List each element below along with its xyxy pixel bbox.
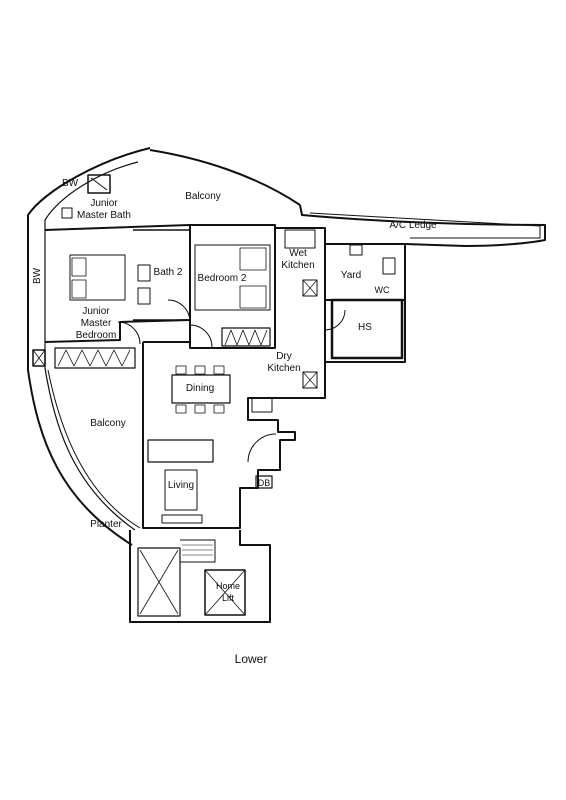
- entrance-door: [247, 433, 277, 463]
- label-wc: WC: [374, 285, 390, 295]
- dining-table: [171, 374, 231, 404]
- label-junior-master-bedroom: Junior Master Bedroom: [75, 306, 117, 341]
- label-wet-kitchen: Wet Kitchen: [281, 248, 315, 271]
- label-bw-side: BW: [32, 267, 43, 285]
- label-planter: Planter: [90, 519, 122, 530]
- label-home-lift: Home Lift: [215, 581, 241, 603]
- bath2-room: [133, 229, 191, 321]
- yard-room: [325, 243, 406, 301]
- inner-curved-wall: [44, 161, 139, 531]
- label-bedroom-2: Bedroom 2: [197, 273, 247, 284]
- label-balcony-top: Balcony: [185, 191, 221, 202]
- label-balcony-side: Balcony: [90, 418, 126, 429]
- db-box: [255, 475, 273, 489]
- label-dry-kitchen: Dry Kitchen: [267, 351, 301, 374]
- floor-caption: Lower: [234, 652, 268, 666]
- label-living: Living: [167, 480, 195, 491]
- outer-curved-wall: [27, 147, 151, 546]
- stair-well: [137, 547, 181, 617]
- label-bw-top: BW: [61, 178, 79, 189]
- stair-lift-block: [129, 530, 271, 623]
- label-db: DB: [257, 478, 271, 488]
- label-dining: Dining: [185, 383, 215, 394]
- sofa: [147, 439, 214, 463]
- label-yard: Yard: [340, 270, 362, 281]
- label-bath-2: Bath 2: [153, 267, 183, 278]
- label-ac-ledge: A/C Ledge: [389, 220, 437, 231]
- top-balcony-curve: [149, 149, 301, 206]
- label-hs: HS: [358, 322, 372, 333]
- label-junior-master-bath: Junior Master Bath: [77, 198, 131, 221]
- dining-living-boundary: [142, 342, 325, 529]
- hs-room: [330, 298, 404, 360]
- home-lift-shaft: [204, 569, 246, 616]
- junior-master-wing: [44, 224, 191, 343]
